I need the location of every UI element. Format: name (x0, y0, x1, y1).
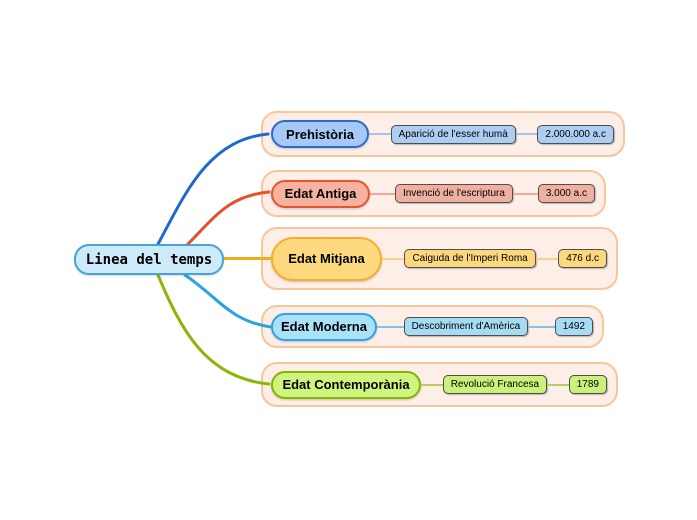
branch-node-edat-mitjana[interactable]: Edat Mitjana (271, 236, 382, 281)
connector-line (515, 133, 538, 135)
branch-group-edat-moderna[interactable]: Edat Moderna Descobriment d'Amèrica 1492 (261, 305, 604, 348)
curve-edat-contemporania (156, 273, 271, 386)
connector-line (421, 383, 443, 386)
curve-prehistoria (155, 132, 270, 248)
date-label: 1492 (562, 321, 585, 332)
branch-node-edat-contemporania[interactable]: Edat Contemporània (271, 370, 421, 399)
root-topic-label: Linea del temps (85, 251, 213, 268)
event-box-prehistoria[interactable]: Aparició de l'esser humà (390, 124, 516, 144)
event-label: Descobriment d'Amèrica (411, 321, 521, 332)
branch-node-label: Edat Contemporània (282, 377, 410, 392)
date-label: 2.000.000 a.c (545, 128, 607, 140)
connector-line (382, 257, 405, 260)
branch-node-edat-moderna[interactable]: Edat Moderna (271, 312, 377, 341)
date-label: 1789 (576, 379, 599, 390)
date-box-edat-contemporania[interactable]: 1789 (568, 375, 607, 394)
event-box-edat-antiga[interactable]: Invenció de l'escriptura (394, 184, 513, 203)
curve-edat-antiga (183, 190, 271, 249)
connector-line (547, 383, 569, 386)
date-box-edat-mitjana[interactable]: 476 d.c (558, 249, 607, 268)
connector-line (512, 192, 538, 195)
event-label: Aparició de l'esser humà (398, 128, 508, 140)
branch-node-label: Edat Mitjana (288, 251, 365, 266)
event-box-edat-moderna[interactable]: Descobriment d'Amèrica (403, 317, 529, 336)
branch-node-prehistoria[interactable]: Prehistòria (271, 120, 369, 148)
event-label: Invenció de l'escriptura (402, 188, 505, 199)
connector-line (370, 192, 395, 195)
branch-group-edat-contemporania[interactable]: Edat Contemporània Revolució Francesa 17… (261, 362, 618, 407)
date-box-edat-moderna[interactable]: 1492 (554, 317, 593, 336)
event-label: Caiguda de l'Imperi Roma (412, 253, 528, 264)
date-label: 3.000 a.c (545, 188, 587, 199)
root-topic-node[interactable]: Linea del temps (74, 244, 224, 275)
branch-node-label: Edat Antiga (284, 186, 357, 201)
connector-line (535, 257, 559, 260)
connector-line (377, 325, 404, 328)
event-label: Revolució Francesa (450, 379, 540, 390)
date-box-edat-antiga[interactable]: 3.000 a.c (537, 184, 595, 203)
date-box-prehistoria[interactable]: 2.000.000 a.c (537, 124, 615, 144)
branch-node-label: Prehistòria (286, 126, 354, 142)
branch-group-prehistoria[interactable]: Prehistòria Aparició de l'esser humà 2.0… (261, 111, 625, 157)
branch-group-edat-mitjana[interactable]: Edat Mitjana Caiguda de l'Imperi Roma 47… (261, 227, 618, 290)
branch-group-edat-antiga[interactable]: Edat Antiga Invenció de l'escriptura 3.0… (261, 170, 606, 217)
date-label: 476 d.c (566, 253, 599, 264)
event-box-edat-mitjana[interactable]: Caiguda de l'Imperi Roma (404, 249, 536, 268)
event-box-edat-contemporania[interactable]: Revolució Francesa (442, 375, 548, 394)
connector-line (369, 133, 391, 135)
connector-line (528, 325, 555, 328)
branch-node-label: Edat Moderna (281, 319, 367, 334)
curve-edat-moderna (183, 273, 273, 329)
branch-node-edat-antiga[interactable]: Edat Antiga (271, 179, 370, 208)
